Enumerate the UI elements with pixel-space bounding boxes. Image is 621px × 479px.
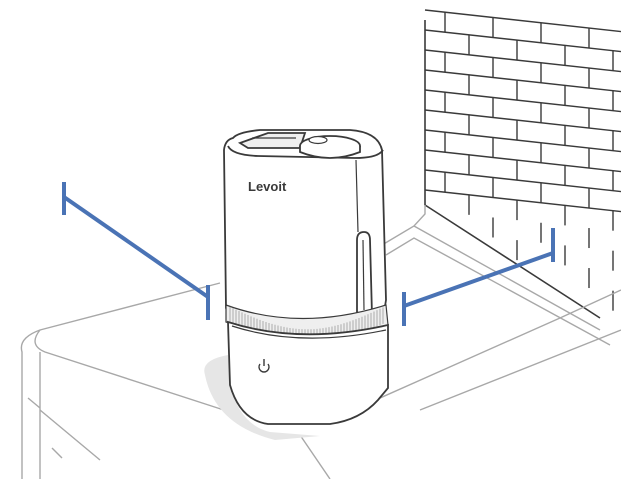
humidifier-base [227, 320, 389, 425]
clearance-right-line [403, 251, 554, 308]
humidifier: Levoit [223, 129, 389, 425]
brick-pattern [424, 9, 621, 311]
mist-nozzle-inner [308, 135, 328, 145]
counter-table [20, 282, 621, 479]
wall-baseboard [381, 205, 611, 346]
tank-top-opening [237, 132, 307, 149]
brick-wall [424, 9, 621, 319]
humidifier-shadow [204, 355, 320, 440]
clearance-marker-right [402, 228, 555, 326]
brick-mortar-line [424, 189, 621, 213]
brick-mortar-line [424, 89, 621, 113]
brick-mortar-line [424, 29, 621, 53]
clearance-left-line [62, 195, 210, 299]
brand-logo: Levoit [248, 179, 287, 194]
clearance-marker-left [62, 182, 210, 320]
brick-mortar-line [424, 9, 621, 33]
brick-mortar-line [424, 149, 621, 173]
brick-mortar-line [424, 109, 621, 133]
brick-mortar-line [424, 129, 621, 153]
power-icon [258, 359, 270, 373]
brick-mortar-line [424, 49, 621, 73]
brick-mortar-line [424, 169, 621, 193]
brick-mortar-line [424, 69, 621, 93]
